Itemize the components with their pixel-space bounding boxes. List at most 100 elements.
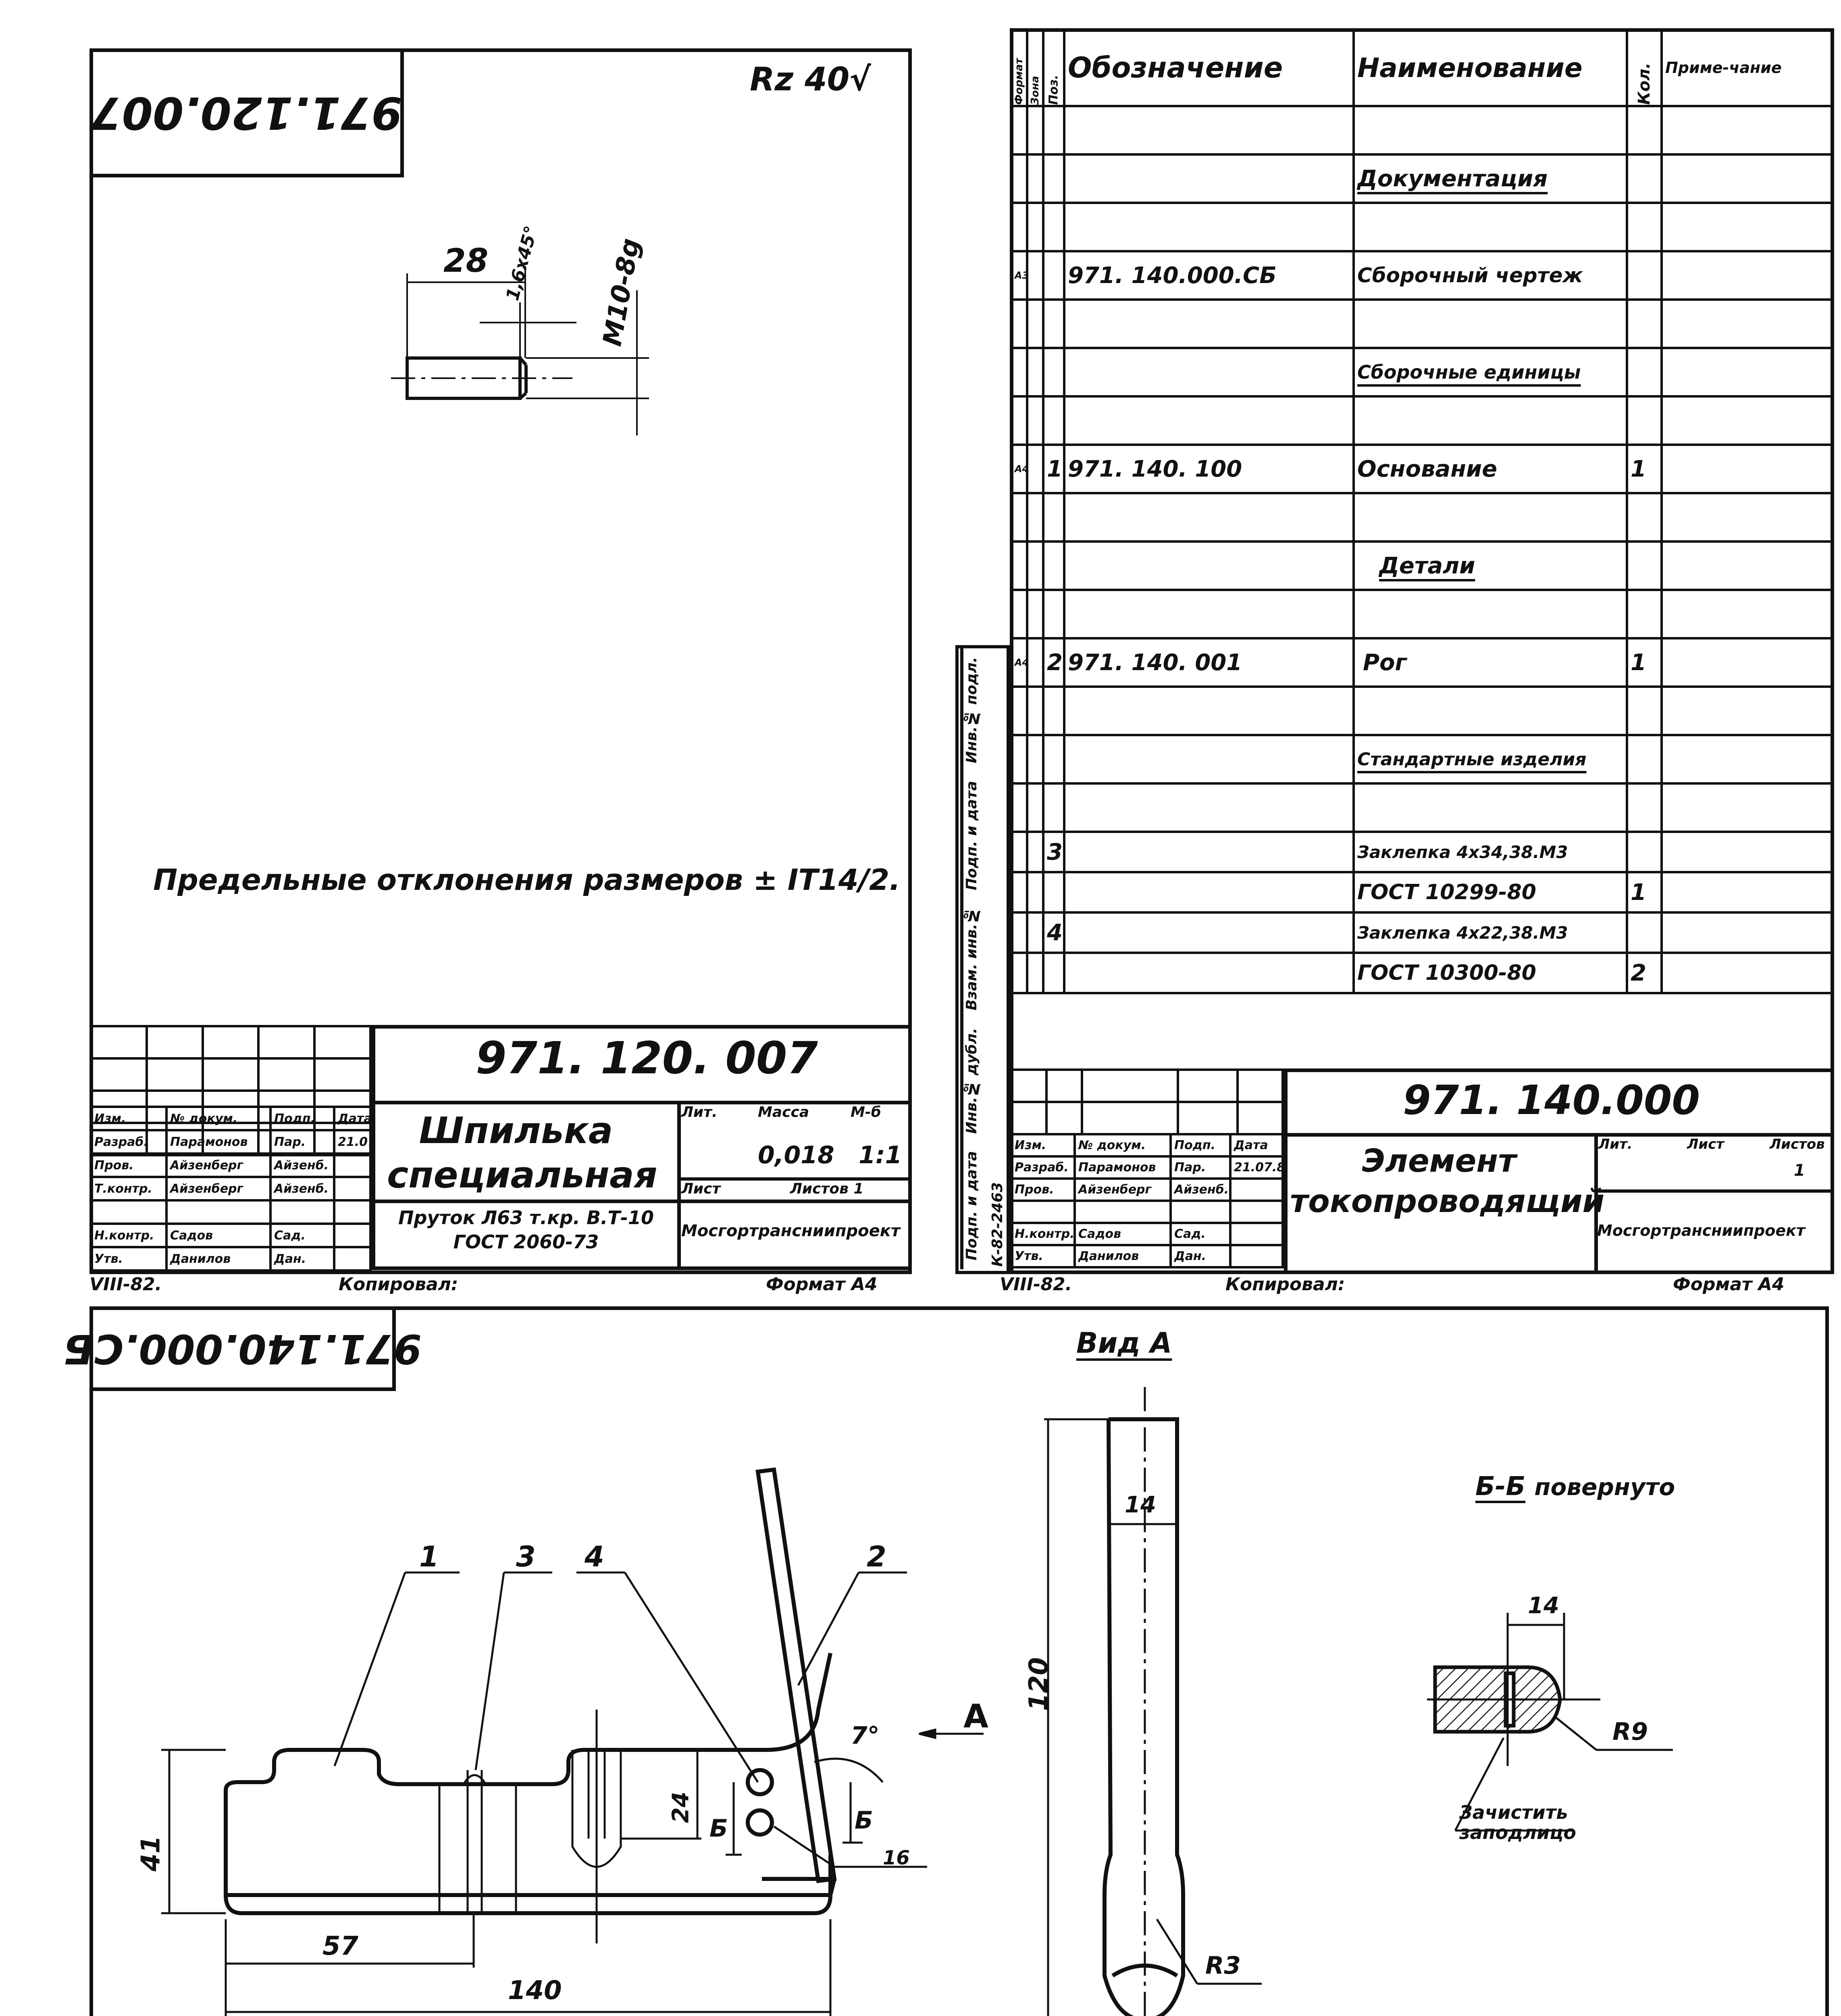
table-cell <box>145 1057 204 1092</box>
table-cell <box>1010 911 1028 954</box>
stud-mass-label: Масса <box>758 1104 809 1120</box>
table-cell: А4 <box>1010 444 1028 494</box>
callout-1: 1 <box>419 1540 439 1573</box>
table-cell <box>1026 250 1044 301</box>
table-cell <box>1045 1101 1083 1135</box>
stud-mass: 0,018 <box>758 1141 834 1169</box>
stud-title-main <box>372 1025 912 1270</box>
assembly-plan-view <box>0 0 1008 2016</box>
stud-footer-left: VIII-82. <box>89 1274 162 1295</box>
stud-scale-label: М-б <box>851 1104 881 1120</box>
table-cell <box>1660 685 1834 736</box>
table-cell: Пар. <box>1169 1155 1231 1180</box>
table-cell <box>1081 1101 1179 1135</box>
table-cell: № докум. <box>1073 1133 1172 1158</box>
table-cell <box>1063 105 1355 156</box>
sheet-assembly-frame <box>89 1306 1829 2016</box>
table-cell <box>1063 589 1355 639</box>
stud-lit-label: Лит. <box>681 1104 718 1120</box>
table-cell: Пров. <box>1010 1177 1076 1202</box>
table-cell <box>1660 952 1834 994</box>
spec-header-row: Формат Зона Поз. Обозначение Наименовани… <box>1011 28 1834 107</box>
view-arrow-a: А <box>963 1697 988 1735</box>
table-cell <box>1626 250 1663 301</box>
table-cell <box>1026 492 1044 543</box>
table-cell <box>1660 589 1834 639</box>
specification-table: Формат Зона Поз. Обозначение Наименовани… <box>1010 28 1834 994</box>
dim-140: 140 <box>508 1976 562 2006</box>
table-cell: Т.контр. <box>89 1176 168 1202</box>
spec-footer-format: Формат А4 <box>1673 1274 1785 1295</box>
table-cell <box>313 1057 372 1092</box>
table-cell <box>1010 871 1028 914</box>
table-cell <box>1626 153 1663 204</box>
table-cell <box>1026 347 1044 398</box>
table-cell: № докум. <box>165 1106 272 1131</box>
stud-part-drawing <box>391 266 649 435</box>
table-cell: Айзенб. <box>269 1152 335 1178</box>
view-a-dim-r3: R3 <box>1205 1951 1241 1980</box>
table-cell: 3 <box>1042 831 1065 873</box>
stud-name: Шпилька специальная <box>387 1110 657 1196</box>
table-cell <box>1042 871 1065 914</box>
assembly-corner-code: 971.140.000.СБ <box>63 1306 422 1391</box>
table-cell <box>333 1176 372 1202</box>
stud-corner-code: 971.120.007 <box>89 48 404 177</box>
spec-name: Элемент токопроводящий <box>1290 1143 1605 1220</box>
table-cell <box>1042 782 1065 833</box>
section-bb-title: Б-Б повернуто <box>1475 1472 1675 1502</box>
stud-scale: 1:1 <box>859 1141 902 1169</box>
table-cell: А3 <box>1010 250 1028 301</box>
table-cell <box>1026 734 1044 785</box>
table-cell <box>201 1057 260 1092</box>
table-cell <box>1063 952 1355 994</box>
section-mark-right: Б <box>855 1806 873 1835</box>
divider <box>1594 1133 1598 1274</box>
table-cell <box>1229 1244 1284 1268</box>
table-cell <box>1026 831 1044 873</box>
sig-row <box>1010 1200 1284 1224</box>
table-cell <box>1010 395 1028 446</box>
table-cell <box>1063 831 1355 873</box>
table-cell <box>1352 105 1628 156</box>
table-cell <box>1010 1068 1048 1103</box>
table-cell: 1 <box>1626 637 1663 688</box>
table-cell <box>1660 395 1834 446</box>
table-cell <box>1660 492 1834 543</box>
table-cell: Пров. <box>89 1152 168 1178</box>
table-cell <box>1026 540 1044 591</box>
table-cell <box>1352 685 1628 736</box>
section-mark-left: Б <box>709 1814 728 1843</box>
table-cell <box>1010 540 1028 591</box>
stud-material: Пруток Л63 т.кр. В.Т-10 ГОСТ 2060-73 <box>398 1207 654 1253</box>
table-cell <box>1177 1068 1239 1103</box>
table-cell <box>1010 685 1028 736</box>
table-cell <box>1660 911 1834 954</box>
dim-angle: 7° <box>851 1722 880 1750</box>
table-cell <box>313 1025 372 1060</box>
view-a-dim-14: 14 <box>1125 1492 1156 1518</box>
table-cell <box>1063 782 1355 833</box>
table-cell <box>1177 1101 1239 1135</box>
table-cell: Изм. <box>89 1106 168 1131</box>
table-cell <box>1352 298 1628 349</box>
table-cell <box>1042 685 1065 736</box>
spec-lit-label: Лит. <box>1598 1136 1633 1152</box>
table-cell: Парамонов <box>1073 1155 1172 1180</box>
spec-organization: Мосгортрансниипроект <box>1597 1222 1805 1239</box>
table-cell <box>1660 298 1834 349</box>
table-cell: Пар. <box>269 1129 335 1155</box>
table-cell <box>1660 202 1834 252</box>
section-dim-r9: R9 <box>1612 1718 1648 1746</box>
dim-57: 57 <box>322 1931 359 1961</box>
table-cell <box>1626 831 1663 873</box>
spec-row <box>1010 589 1834 639</box>
table-cell <box>1026 685 1044 736</box>
table-cell <box>1026 202 1044 252</box>
spec-row <box>1010 685 1834 736</box>
